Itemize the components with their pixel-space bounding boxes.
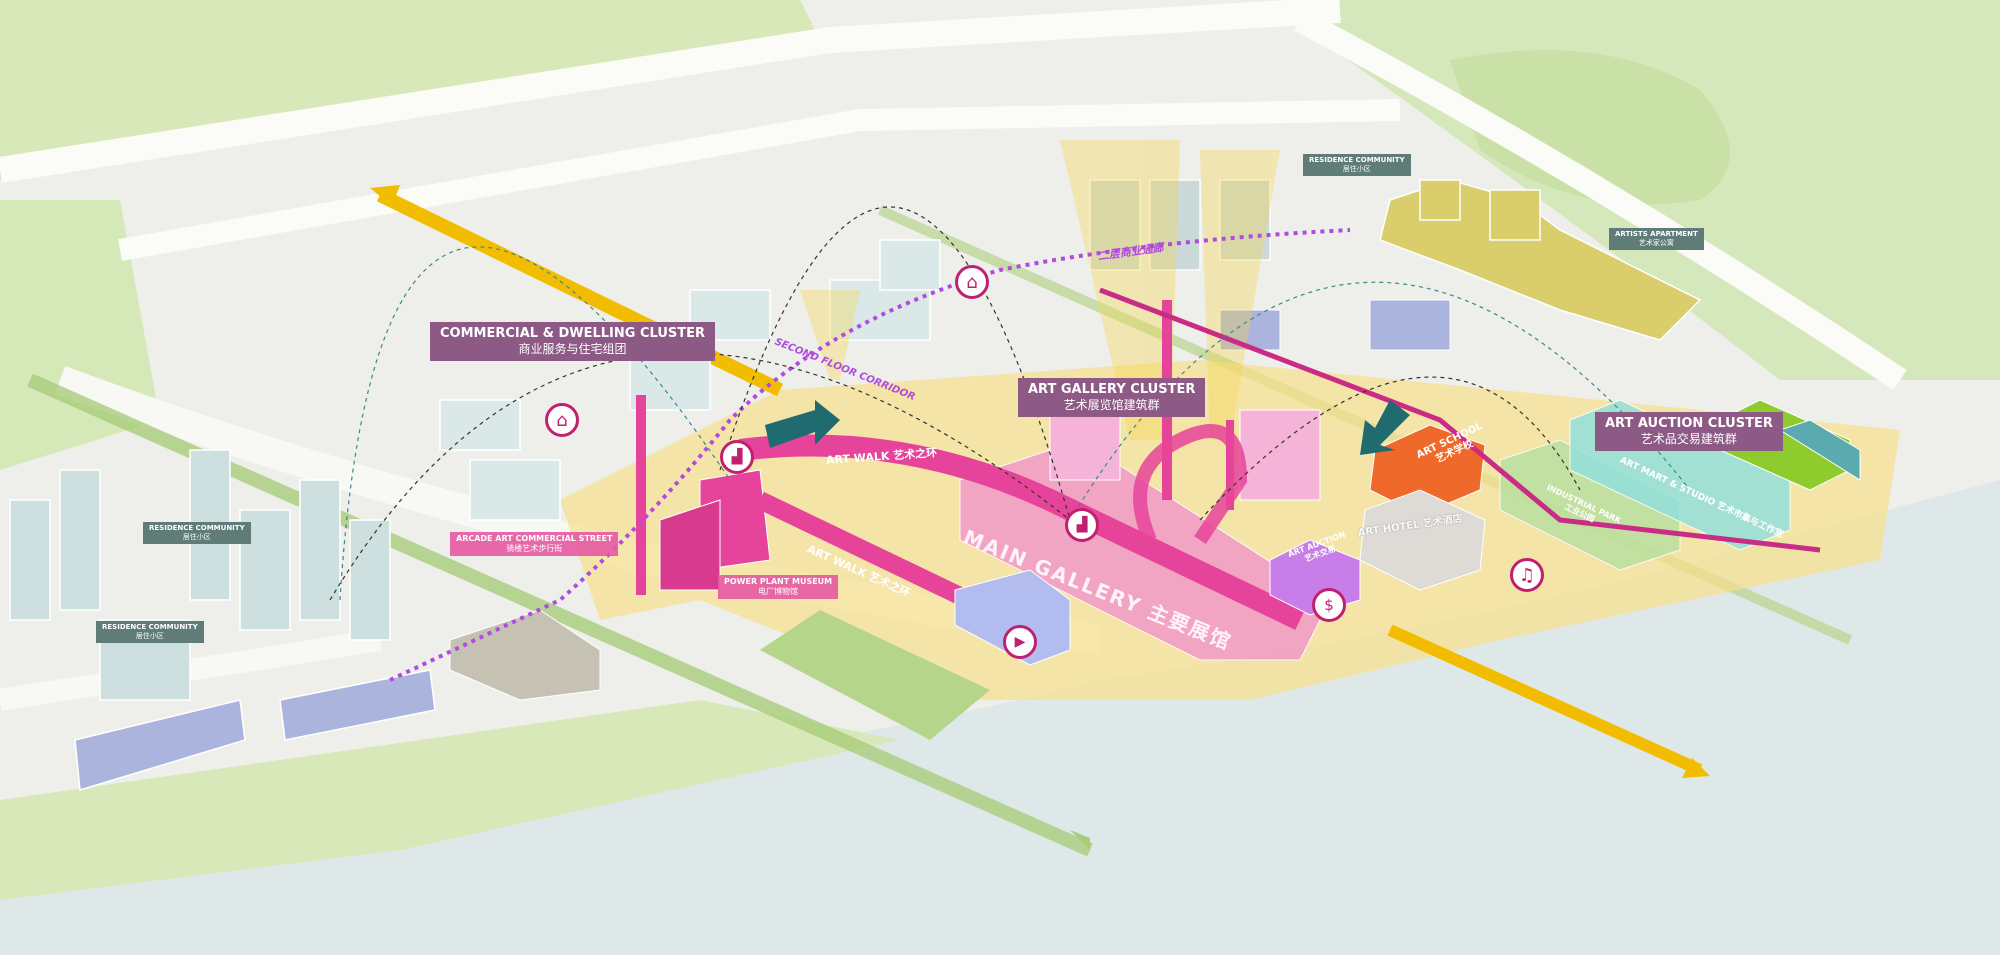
gallery-icon: ▟ [720,440,754,474]
residence-community-tag: RESIDENCE COMMUNITY 居住小区 [96,621,204,643]
music-icon: ♫ [1510,558,1544,592]
tag-cn: 艺术品交易建筑群 [1640,432,1737,447]
tag-en: RESIDENCE COMMUNITY [1309,156,1405,164]
tag-en: ARTISTS APARTMENT [1615,230,1698,238]
blue-buildings-top [1219,299,1451,351]
tag-en: RESIDENCE COMMUNITY [102,623,198,631]
road [0,0,1341,183]
arcade-street-tag: ARCADE ART COMMERCIAL STREET 骑楼艺术步行街 [450,532,619,556]
art-gallery-cluster-tag: ART GALLERY CLUSTER 艺术展览馆建筑群 [1018,378,1206,418]
tag-en: ART AUCTION CLUSTER [1605,416,1773,431]
axis-arrow-southeast [1387,624,1703,776]
home-icon: ⌂ [545,403,579,437]
tag-en: RESIDENCE COMMUNITY [149,524,245,532]
art-auction-cluster-tag: ART AUCTION CLUSTER 艺术品交易建筑群 [1595,412,1783,452]
pink-edge-line [1099,287,1821,553]
tag-cn: 居住小区 [135,631,164,640]
road [118,99,1401,261]
industrial-park-building [1499,439,1681,571]
commercial-dwelling-cluster-tag: COMMERCIAL & DWELLING CLUSTER 商业服务与住宅组团 [430,322,715,362]
shore-park [0,700,900,900]
residence-towers-top [1089,179,1271,271]
art-school-building [1369,424,1486,516]
tag-cn: 骑楼艺术步行街 [506,544,563,553]
tag-cn: 电厂博物馆 [758,587,799,596]
tag-cn: 居住小区 [1342,164,1371,173]
residence-buildings-left [9,449,391,701]
tag-en: ART GALLERY CLUSTER [1028,382,1196,397]
art-walk-loop [1133,424,1248,544]
tag-en: ARCADE ART COMMERCIAL STREET [456,534,613,543]
light-beams [800,140,1280,440]
tag-en: COMMERCIAL & DWELLING CLUSTER [440,326,705,341]
art-walk-ribbon-upper [738,434,1305,630]
money-icon: $ [1312,588,1346,622]
residence-podiums [74,669,436,791]
pond-park [1450,50,1730,205]
tag-cn: 商业服务与住宅组团 [518,342,627,357]
tag-cn: 艺术展览馆建筑群 [1063,398,1160,413]
tag-cn: 艺术家公寓 [1638,238,1674,247]
power-plant-museum-tag: POWER PLANT MUSEUM 电厂博物馆 [718,575,839,599]
second-floor-corridor-line [389,228,1351,682]
artists-apartment-buildings [1379,179,1702,341]
tag-en: POWER PLANT MUSEUM [724,577,833,586]
residence-community-tag: RESIDENCE COMMUNITY 居住小区 [143,522,251,544]
residence-community-tag: RESIDENCE COMMUNITY 居住小区 [1303,154,1411,176]
artists-apartment-tag: ARTISTS APARTMENT 艺术家公寓 [1609,228,1704,250]
tag-cn: 居住小区 [182,532,211,541]
gallery-icon: ▟ [1065,508,1099,542]
tree-park [760,610,990,740]
play-icon: ▶ [1003,625,1037,659]
home-icon: ⌂ [955,265,989,299]
road [1294,9,1907,390]
water [0,480,2000,955]
video-pavilion [954,569,1071,666]
flow-arrows [765,400,1410,455]
